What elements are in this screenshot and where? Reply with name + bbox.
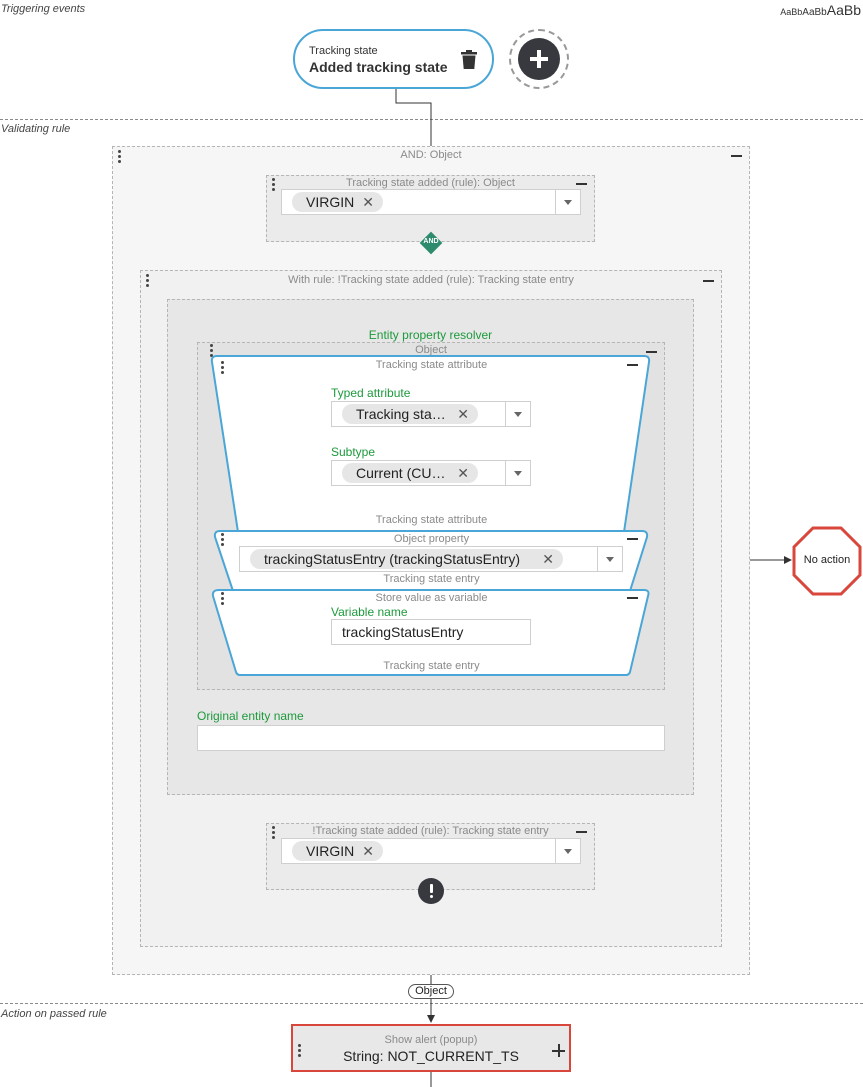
original-entity-label: Original entity name	[197, 709, 304, 723]
exclamation-icon[interactable]	[418, 878, 444, 904]
var-block-footer: Tracking state entry	[383, 660, 480, 672]
collapse-icon[interactable]	[627, 597, 638, 599]
font-size-sample: AaBbAaBbAaBb	[780, 2, 861, 20]
var-block-header: Store value as variable	[375, 592, 488, 604]
chevron-down-icon[interactable]	[555, 190, 580, 214]
chevron-down-icon[interactable]	[505, 402, 530, 426]
trigger-node[interactable]: Tracking state Added tracking state	[293, 29, 494, 89]
trigger-subtitle: Tracking state	[309, 45, 378, 57]
add-trigger-button[interactable]	[509, 29, 569, 89]
chip-label: Current (CU…	[356, 465, 446, 481]
variable-name-input[interactable]: trackingStatusEntry	[331, 619, 531, 645]
object-pill: Object	[408, 984, 454, 999]
with-rule-header: With rule: !Tracking state added (rule):…	[288, 274, 574, 286]
chip-label: trackingStatusEntry (trackingStatusEntry…	[264, 551, 520, 567]
kebab-menu-icon[interactable]	[272, 178, 276, 191]
trash-icon[interactable]	[461, 50, 477, 70]
collapse-icon[interactable]	[627, 538, 638, 540]
chevron-down-icon[interactable]	[597, 547, 622, 571]
plus-icon[interactable]	[552, 1044, 565, 1057]
chip-remove-icon[interactable]: ✕	[362, 843, 374, 859]
chevron-down-icon[interactable]	[555, 839, 580, 863]
attr-block-shape	[210, 355, 651, 533]
original-entity-input[interactable]	[197, 725, 665, 751]
kebab-menu-icon[interactable]	[221, 592, 225, 605]
section-label-action-on-passed-rule: Action on passed rule	[1, 1008, 107, 1020]
collapse-icon[interactable]	[646, 351, 657, 353]
kebab-menu-icon[interactable]	[210, 344, 214, 357]
and-badge: AND	[419, 231, 443, 255]
section-label-validating-rule: Validating rule	[1, 123, 71, 135]
show-alert-action[interactable]: Show alert (popup) String: NOT_CURRENT_T…	[291, 1024, 571, 1072]
variable-name-label: Variable name	[331, 605, 408, 619]
object-property-select[interactable]: trackingStatusEntry (trackingStatusEntry…	[239, 546, 623, 572]
kebab-menu-icon[interactable]	[221, 361, 225, 374]
chip-label: Tracking sta…	[356, 406, 446, 422]
attr-block-footer: Tracking state attribute	[375, 514, 488, 526]
prop-block-footer: Tracking state entry	[383, 573, 480, 585]
collapse-icon[interactable]	[703, 280, 714, 282]
subtype-chip[interactable]: Current (CU… ✕	[342, 463, 478, 483]
rule1-box: Tracking state added (rule): Object VIRG…	[266, 175, 595, 242]
kebab-menu-icon[interactable]	[118, 150, 122, 163]
rule1-header: Tracking state added (rule): Object	[346, 177, 515, 189]
typed-attribute-chip[interactable]: Tracking sta… ✕	[342, 404, 478, 424]
kebab-menu-icon[interactable]	[221, 533, 225, 546]
chip-remove-icon[interactable]: ✕	[542, 551, 554, 567]
no-action-node[interactable]: No action	[792, 526, 862, 596]
typed-attribute-label: Typed attribute	[331, 386, 411, 400]
action-header: Show alert (popup)	[384, 1034, 478, 1046]
resolver-object-header: Object	[415, 344, 447, 356]
trigger-title: Added tracking state	[309, 59, 448, 75]
plus-icon	[518, 38, 560, 80]
collapse-icon[interactable]	[576, 831, 587, 833]
and-object-header: AND: Object	[400, 149, 462, 161]
kebab-menu-icon[interactable]	[272, 826, 276, 839]
font-sample-small[interactable]: AaBb	[780, 7, 803, 17]
chip-remove-icon[interactable]: ✕	[457, 406, 469, 422]
collapse-icon[interactable]	[576, 183, 587, 185]
section-label-triggering-events: Triggering events	[1, 3, 86, 15]
chip-remove-icon[interactable]: ✕	[362, 194, 374, 210]
subtype-select[interactable]: Current (CU… ✕	[331, 460, 531, 486]
kebab-menu-icon[interactable]	[298, 1044, 302, 1057]
attr-block-header: Tracking state attribute	[375, 359, 488, 371]
subtype-label: Subtype	[331, 445, 376, 459]
font-sample-medium[interactable]: AaBb	[802, 7, 827, 18]
font-sample-large[interactable]: AaBb	[826, 2, 861, 18]
rule1-select[interactable]: VIRGIN ✕	[281, 189, 581, 215]
and-badge-label: AND	[423, 238, 439, 245]
rule2-chip[interactable]: VIRGIN ✕	[292, 841, 383, 861]
prop-block-header: Object property	[393, 533, 470, 545]
collapse-icon[interactable]	[731, 155, 742, 157]
no-action-label: No action	[803, 554, 851, 566]
rule2-select[interactable]: VIRGIN ✕	[281, 838, 581, 864]
collapse-icon[interactable]	[627, 364, 638, 366]
typed-attribute-select[interactable]: Tracking sta… ✕	[331, 401, 531, 427]
chip-label: VIRGIN	[306, 194, 355, 210]
kebab-menu-icon[interactable]	[146, 274, 150, 287]
resolver-title: Entity property resolver	[368, 328, 493, 342]
action-value: String: NOT_CURRENT_TS	[343, 1048, 519, 1064]
chip-remove-icon[interactable]: ✕	[457, 465, 469, 481]
rule1-chip[interactable]: VIRGIN ✕	[292, 192, 383, 212]
chip-label: VIRGIN	[306, 843, 355, 859]
rule2-header: !Tracking state added (rule): Tracking s…	[312, 825, 549, 837]
chevron-down-icon[interactable]	[505, 461, 530, 485]
object-property-chip[interactable]: trackingStatusEntry (trackingStatusEntry…	[250, 549, 563, 569]
